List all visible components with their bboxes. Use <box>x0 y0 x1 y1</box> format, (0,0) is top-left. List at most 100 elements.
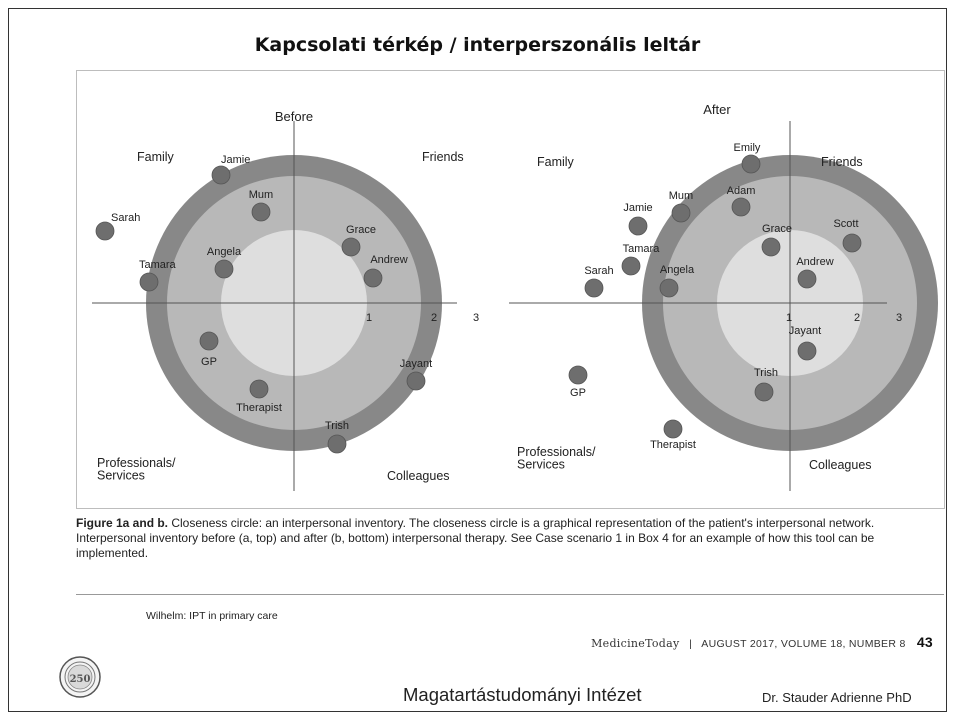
person-label: Angela <box>660 264 695 276</box>
figure-caption: Figure 1a and b. Closeness circle: an in… <box>76 516 944 561</box>
person-dot <box>628 216 648 236</box>
person-label: Mum <box>249 189 273 201</box>
person-marker: Mum <box>669 190 693 223</box>
person-marker: Angela <box>659 264 695 298</box>
person-label: Andrew <box>796 256 833 268</box>
person-label: Jayant <box>789 325 821 337</box>
university-seal-icon: 250 <box>59 656 101 698</box>
person-dot <box>584 278 604 298</box>
quadrant-label: Family <box>537 155 575 169</box>
ring-number-label: 1 <box>366 312 372 324</box>
quadrant-label: Colleagues <box>809 458 872 472</box>
diagram-heading: After <box>703 102 731 117</box>
person-marker: Grace <box>761 223 792 257</box>
person-label: Angela <box>207 246 242 258</box>
person-marker: Adam <box>727 185 756 217</box>
seal-text: 250 <box>70 674 91 685</box>
person-dot <box>761 237 781 257</box>
quadrant-label: Colleagues <box>387 469 450 483</box>
person-label: Jayant <box>400 358 432 370</box>
person-marker: Jayant <box>789 325 821 361</box>
journal-issue: AUGUST 2017, VOLUME 18, NUMBER 8 <box>701 638 906 650</box>
person-label: Sarah <box>111 212 140 224</box>
person-label: Tamara <box>139 259 177 271</box>
quadrant-label: Friends <box>422 150 464 164</box>
person-label: Jamie <box>221 154 250 166</box>
person-marker: Trish <box>754 367 778 402</box>
person-label: Trish <box>754 367 778 379</box>
person-marker: Jamie <box>623 202 653 236</box>
person-dot <box>797 341 817 361</box>
ring-number-label: 2 <box>431 312 437 324</box>
person-marker: Andrew <box>363 254 408 288</box>
person-dot <box>249 379 269 399</box>
person-dot <box>663 419 683 439</box>
person-marker: Grace <box>341 224 376 257</box>
person-dot <box>251 202 271 222</box>
person-dot <box>327 434 347 454</box>
person-label: Emily <box>734 142 761 154</box>
person-dot <box>214 259 234 279</box>
person-dot <box>363 268 383 288</box>
person-label: Mum <box>669 190 693 202</box>
person-label: Scott <box>833 218 858 230</box>
person-label: GP <box>570 387 586 399</box>
person-marker: Emily <box>734 142 761 174</box>
person-dot <box>139 272 159 292</box>
person-marker: Sarah <box>584 265 614 298</box>
person-dot <box>95 221 115 241</box>
ring-number-label: 1 <box>786 312 792 324</box>
person-dot <box>211 165 231 185</box>
person-marker: Sarah <box>95 212 140 241</box>
person-label: Therapist <box>650 439 696 451</box>
person-marker: Andrew <box>796 256 834 289</box>
person-marker: GP <box>199 331 219 368</box>
person-marker: Scott <box>833 218 862 253</box>
journal-footer: MedicineToday | AUGUST 2017, VOLUME 18, … <box>591 634 933 650</box>
journal-separator: | <box>682 638 699 650</box>
person-dot <box>199 331 219 351</box>
person-marker: Jayant <box>400 358 432 391</box>
person-marker: Therapist <box>650 419 696 451</box>
person-label: Andrew <box>370 254 407 266</box>
person-marker: Angela <box>207 246 242 279</box>
person-dot <box>659 278 679 298</box>
person-marker: Trish <box>325 420 349 454</box>
institute-name: Magatartástudományi Intézet <box>403 684 642 705</box>
person-dot <box>754 382 774 402</box>
quadrant-label: Professionals/Services <box>97 456 176 483</box>
person-label: Grace <box>346 224 376 236</box>
ring-number-label: 3 <box>896 312 902 324</box>
quadrant-label: Friends <box>821 155 863 169</box>
person-label: Grace <box>762 223 792 235</box>
source-citation: Wilhelm: IPT in primary care <box>146 610 278 622</box>
person-dot <box>731 197 751 217</box>
separator-line <box>76 594 944 595</box>
person-label: Therapist <box>236 402 282 414</box>
person-marker: Tamara <box>139 259 177 292</box>
ring-number-label: 3 <box>473 312 479 324</box>
diagram-heading: Before <box>275 109 313 124</box>
quadrant-label: Professionals/Services <box>517 445 596 472</box>
person-marker: GP <box>568 365 588 399</box>
journal-brand: MedicineToday <box>591 637 680 650</box>
ring-number-label: 2 <box>854 312 860 324</box>
journal-page-number: 43 <box>916 634 933 650</box>
person-dot <box>406 371 426 391</box>
person-label: Trish <box>325 420 349 432</box>
caption-label: Figure 1a and b. <box>76 516 169 530</box>
person-dot <box>842 233 862 253</box>
author-name: Dr. Stauder Adrienne PhD <box>762 690 912 705</box>
person-dot <box>741 154 761 174</box>
person-marker: Jamie <box>211 154 250 185</box>
person-dot <box>568 365 588 385</box>
slide-title: Kapcsolati térkép / interperszonális lel… <box>254 34 701 56</box>
person-marker: Mum <box>249 189 273 222</box>
caption-text: Closeness circle: an interpersonal inven… <box>76 516 875 560</box>
person-label: Sarah <box>584 265 613 277</box>
person-label: Adam <box>727 185 756 197</box>
person-marker: Therapist <box>236 379 282 414</box>
